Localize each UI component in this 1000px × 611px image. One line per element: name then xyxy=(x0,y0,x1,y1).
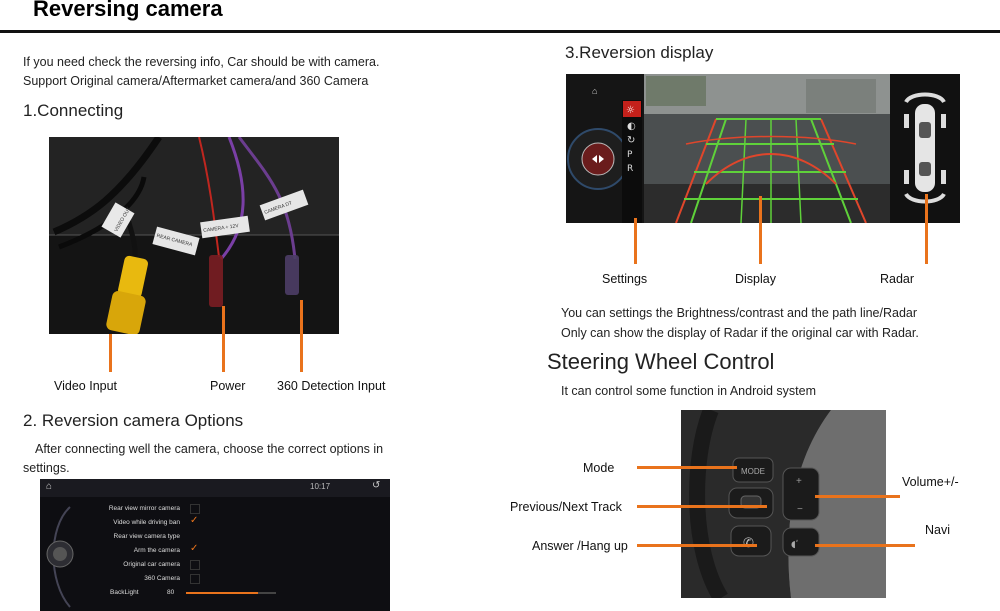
volume-up-icon: + xyxy=(796,476,802,487)
svg-text:⌂: ⌂ xyxy=(592,86,597,96)
option-row-label: Arm the camera xyxy=(133,547,180,554)
answer-pointer xyxy=(637,544,757,547)
contrast-icon: ◐ xyxy=(627,121,636,132)
camera-cables-photo: VIDEO OUT REAR CAMERA CAMERA + 12V CAMER… xyxy=(49,137,339,334)
cable-tag-360: CAMERA DT xyxy=(259,189,309,221)
navi-label: Navi xyxy=(925,523,951,537)
home-icon[interactable]: ⌂ xyxy=(46,481,53,492)
steering-wheel-illustration: MODE ✆ + − ◖ʹ xyxy=(681,410,886,598)
display-label: Display xyxy=(735,272,776,286)
brightness-icon: ☼ xyxy=(626,105,635,116)
steering-wheel-photo: MODE ✆ + − ◖ʹ xyxy=(681,410,886,598)
checkbox-video-ban[interactable]: ✓ xyxy=(190,515,199,526)
video-pointer xyxy=(109,334,112,372)
mode-pointer xyxy=(637,466,737,469)
back-icon[interactable]: ↺ xyxy=(372,480,381,491)
power-label: Power xyxy=(210,379,246,393)
volume-pointer xyxy=(815,495,900,498)
options-line-1: After connecting well the camera, choose… xyxy=(35,442,384,456)
backlight-value: 80 xyxy=(167,589,175,596)
settings-label: Settings xyxy=(602,272,648,286)
intro-line-2: Support Original camera/Aftermarket came… xyxy=(23,74,369,88)
power-pointer xyxy=(222,306,225,372)
option-row-label: 360 Camera xyxy=(144,575,180,582)
radar-pointer xyxy=(925,194,928,264)
status-bar: ⌂ 10:17 ↺ xyxy=(40,479,390,497)
display-line-1: You can settings the Brightness/contrast… xyxy=(561,306,918,320)
option-row-label: Rear view camera type xyxy=(113,533,180,540)
phone-icon: ✆ xyxy=(743,536,754,551)
video-input-label: Video Input xyxy=(54,379,118,393)
title-divider xyxy=(0,30,1000,33)
radar-label: Radar xyxy=(880,272,915,286)
svg-text:CAMERA + 12V: CAMERA + 12V xyxy=(203,223,240,234)
display-heading: 3.Reversion display xyxy=(565,43,714,62)
cables-illustration: VIDEO OUT REAR CAMERA CAMERA + 12V CAMER… xyxy=(49,137,339,334)
voice-icon: ◖ʹ xyxy=(791,539,798,550)
checkbox-arm-camera[interactable]: ✓ xyxy=(190,543,199,554)
checkbox-original-camera[interactable] xyxy=(190,560,200,570)
detect360-pointer xyxy=(300,300,303,372)
connecting-heading: 1.Connecting xyxy=(23,101,124,120)
page-title: Reversing camera xyxy=(33,0,223,21)
steering-subtitle: It can control some function in Android … xyxy=(561,384,816,398)
refresh-icon: ↻ xyxy=(627,135,635,146)
cable-tag-power: CAMERA + 12V xyxy=(200,215,250,239)
display-pointer xyxy=(759,196,762,264)
option-row-label: Original car camera xyxy=(123,561,180,568)
track-pointer xyxy=(637,505,767,508)
volume-down-icon: − xyxy=(797,504,803,515)
option-row-label: Rear view mirror camera xyxy=(108,505,180,512)
backlight-slider-fill xyxy=(186,592,258,594)
volume-label: Volume+/- xyxy=(902,475,959,489)
cable-tag-rear: REAR CAMERA xyxy=(152,226,200,256)
steering-heading: Steering Wheel Control xyxy=(547,349,775,374)
backlight-slider[interactable] xyxy=(186,592,276,594)
left-nav-wheel xyxy=(46,506,74,608)
path-icon: P xyxy=(627,150,633,160)
track-label: Previous/Next Track xyxy=(510,500,622,514)
options-heading: 2. Reversion camera Options xyxy=(23,411,244,430)
radar-icon: R xyxy=(627,164,633,174)
checkbox-360-camera[interactable] xyxy=(190,574,200,584)
mode-button-text: MODE xyxy=(741,467,765,476)
reversion-display-screen: ⌂ ☼ ◐ ↻ P R xyxy=(566,74,960,223)
rear-camera-view: ⌂ ☼ ◐ ↻ P R xyxy=(566,74,960,223)
checkbox-rear-mirror[interactable] xyxy=(190,504,200,514)
backlight-label: BackLight xyxy=(110,589,139,596)
detect360-label: 360 Detection Input xyxy=(277,379,386,393)
option-row-label: Video while driving ban xyxy=(113,519,180,526)
navi-pointer xyxy=(815,544,915,547)
intro-line-1: If you need check the reversing info, Ca… xyxy=(23,55,380,69)
options-line-2: settings. xyxy=(23,461,70,475)
display-line-2: Only can show the display of Radar if th… xyxy=(561,326,919,340)
settings-screen: ⌂ 10:17 ↺ Rear view mirror camera Video … xyxy=(40,479,390,611)
settings-pointer xyxy=(634,218,637,264)
mode-label: Mode xyxy=(583,461,615,475)
answer-label: Answer /Hang up xyxy=(532,539,628,553)
clock: 10:17 xyxy=(310,482,331,491)
